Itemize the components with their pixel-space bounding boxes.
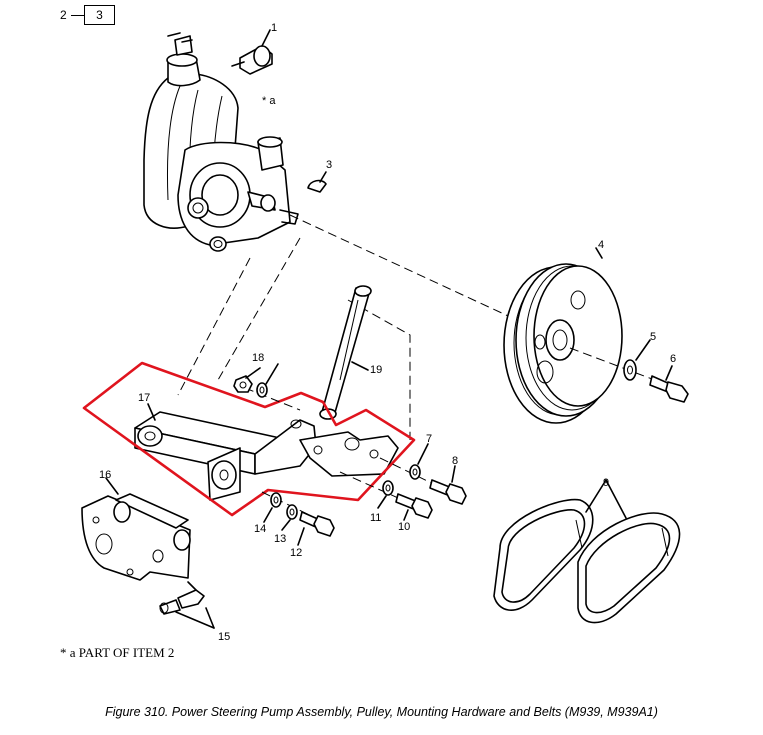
part-8-bolt (429, 465, 467, 505)
callout-8: 8 (452, 455, 458, 467)
callout-12: 12 (290, 547, 302, 559)
part-17-mounting-bracket (134, 403, 399, 501)
callout-19: 19 (370, 364, 382, 376)
page-index-number: 3 (96, 8, 103, 22)
part-7-washer (409, 443, 429, 480)
part-18-nut (233, 367, 261, 393)
footnote: * a PART OF ITEM 2 (60, 645, 175, 660)
callout-labels: 1 3 * a 4 5 6 7 8 9 10 11 12 13 14 15 16… (99, 22, 676, 643)
part-10-bolt (395, 493, 433, 521)
page-index-box: 3 (84, 5, 115, 25)
part-11-washer (377, 480, 394, 509)
power-steering-pump (143, 32, 299, 252)
callout-9: 9 (603, 477, 609, 489)
highlight-outline (82, 361, 416, 517)
callout-4: 4 (598, 239, 604, 251)
part-9-belts (493, 479, 681, 624)
part-6-bolt (649, 365, 689, 403)
part-7-washer-upper (256, 363, 279, 398)
part-16-adapter-plate (81, 477, 191, 581)
page-index-leader (71, 15, 84, 16)
callout-13: 13 (274, 533, 286, 545)
part-12-bolt (297, 511, 335, 546)
callout-7: 7 (426, 433, 432, 445)
part-5-washer (623, 339, 651, 381)
callout-3: 3 (326, 159, 332, 171)
callout-17: 17 (138, 392, 150, 404)
callout-star-a: * a (262, 95, 276, 107)
callout-14: 14 (254, 523, 266, 535)
callout-10: 10 (398, 521, 410, 533)
callout-16: 16 (99, 469, 111, 481)
part-15-screws (159, 581, 215, 629)
callout-1: 1 (271, 22, 277, 34)
part-1-fitting (231, 29, 273, 75)
callout-11: 11 (370, 512, 381, 524)
part-3-key (307, 171, 327, 193)
part-14-washer (263, 492, 282, 523)
page-index-prefix: 2 (60, 8, 67, 22)
part-4-pulley (503, 247, 623, 424)
callout-18: 18 (252, 352, 264, 364)
callout-6: 6 (670, 353, 676, 365)
part-13-washer (281, 504, 298, 531)
part-19-adjusting-link (319, 285, 372, 420)
callout-15: 15 (218, 631, 230, 643)
figure-caption: Figure 310. Power Steering Pump Assembly… (105, 705, 658, 719)
callout-5: 5 (650, 331, 656, 343)
